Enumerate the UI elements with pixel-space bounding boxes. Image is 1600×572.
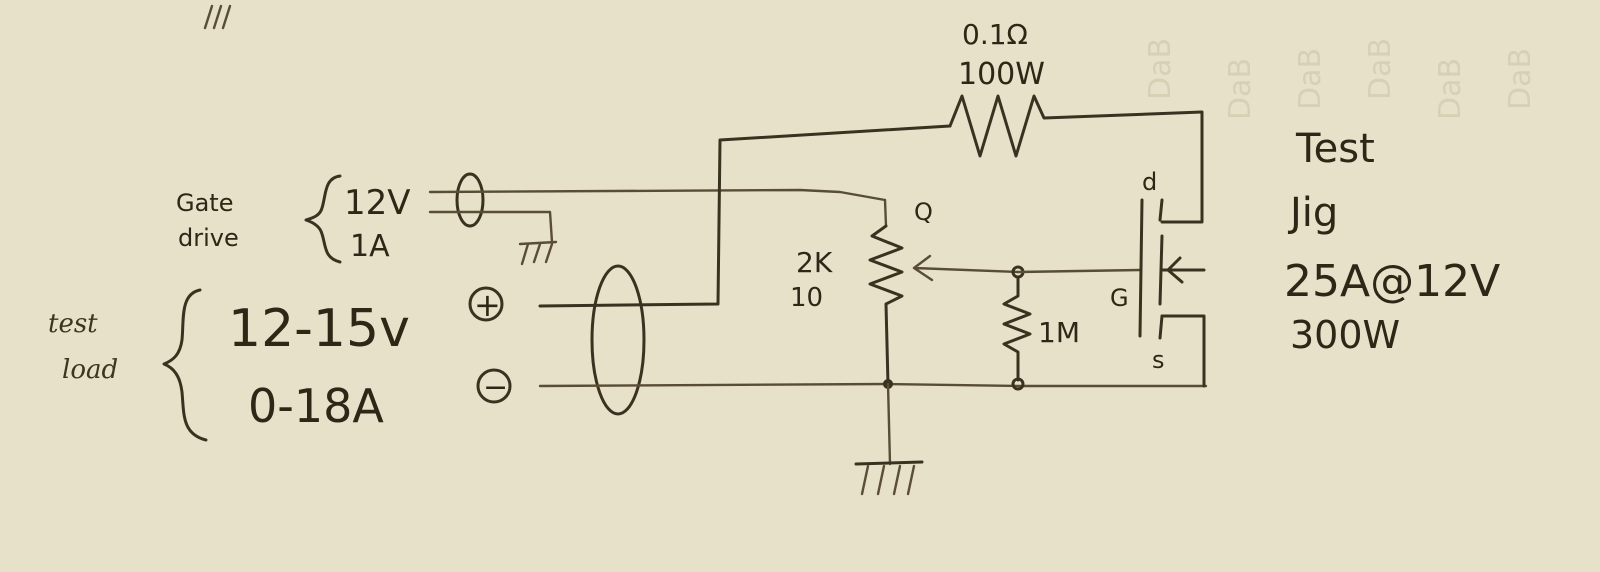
pulldown-resistor: 1M — [1002, 265, 1080, 391]
negative-terminal-circle — [476, 368, 512, 404]
corner-scribble — [203, 4, 232, 30]
svg-text:DaB: DaB — [1363, 38, 1398, 100]
test-load-label-line2: load — [62, 355, 118, 385]
test-load-brace — [162, 288, 208, 442]
gate-drive-section: Gate drive 12V 1A — [176, 172, 887, 266]
gate-drive-label-line1: Gate — [176, 189, 233, 217]
positive-rail-wire — [538, 124, 952, 308]
pot-value: 2K — [796, 246, 833, 279]
shunt-resistor-symbol — [948, 94, 1204, 224]
gate-drive-ground-wire — [428, 210, 554, 244]
gate-drive-signal-wire — [428, 188, 887, 202]
load-cable-loop — [590, 264, 646, 416]
main-ground-symbol — [854, 382, 924, 496]
positive-terminal-circle — [468, 286, 504, 322]
title-line-2: Jig — [1287, 190, 1338, 236]
negative-rail-wire — [538, 382, 1208, 388]
pulldown-resistor-symbol — [1002, 276, 1032, 382]
positive-terminal-sign: + — [474, 286, 501, 324]
title-notes: Test Jig 25A@12V 300W — [1284, 126, 1500, 357]
gate-cable-loop — [455, 172, 485, 228]
mosfet-source-label: s — [1152, 346, 1165, 374]
mosfet: d G s — [1016, 168, 1206, 388]
test-load-label-line1: test — [48, 309, 98, 339]
mosfet-gate-plate — [1138, 198, 1144, 338]
mosfet-drain-label: d — [1142, 168, 1157, 196]
gate-drive-current: 1A — [350, 229, 390, 264]
source-junction-node — [1011, 377, 1025, 391]
title-line-4: 300W — [1290, 313, 1400, 357]
gate-drive-voltage: 12V — [344, 183, 411, 223]
title-line-1: Test — [1295, 126, 1375, 172]
test-load-section: test load 12-15v 0-18A + − — [48, 264, 646, 442]
bleed-through-marks: DaB DaB DaB DaB DaB DaB — [1143, 38, 1538, 120]
pulldown-resistor-value: 1M — [1038, 316, 1080, 349]
pot-turns: 10 — [790, 283, 823, 313]
gate-drive-label-line2: drive — [178, 224, 239, 252]
shunt-resistor-power: 100W — [958, 57, 1045, 92]
gate-ground-symbol — [518, 240, 558, 266]
svg-text:DaB: DaB — [1223, 58, 1258, 120]
title-line-3: 25A@12V — [1284, 256, 1500, 307]
gate-wire — [1016, 268, 1142, 274]
test-load-voltage-range: 12-15v — [228, 299, 410, 359]
gate-drive-brace — [304, 174, 342, 264]
svg-text:DaB: DaB — [1433, 58, 1468, 120]
svg-text:DaB: DaB — [1293, 48, 1328, 110]
pot-resistor-symbol — [868, 224, 904, 386]
pot-wiper-arrow — [912, 254, 1020, 282]
pot-top-wire — [883, 198, 888, 228]
mosfet-body-arrow — [1160, 256, 1206, 284]
pot-marker: Q — [914, 198, 933, 226]
svg-text:DaB: DaB — [1503, 48, 1538, 110]
mosfet-gate-label: G — [1110, 284, 1129, 312]
power-path: 0.1Ω 100W — [538, 18, 1208, 388]
mosfet-source-lead — [1160, 314, 1206, 388]
svg-text:DaB: DaB — [1143, 38, 1178, 100]
negative-terminal-sign: − — [483, 370, 508, 405]
potentiometer: Q 2K 10 — [790, 198, 1020, 389]
shunt-resistor-value: 0.1Ω — [962, 18, 1028, 51]
test-load-current-range: 0-18A — [248, 379, 384, 433]
